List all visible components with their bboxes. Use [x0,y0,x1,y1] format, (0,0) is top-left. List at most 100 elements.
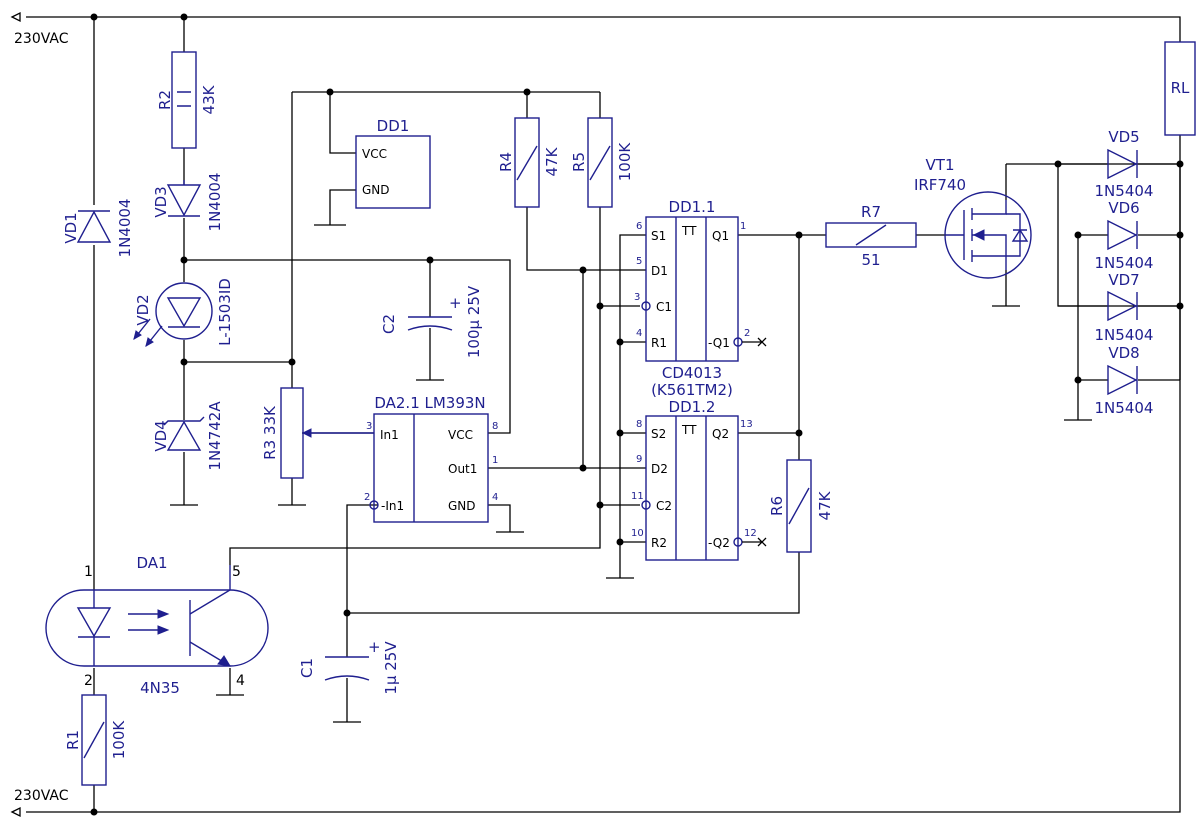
led-vd2: VD2 L-1503ID [133,278,234,348]
dd1-vcc-label: VCC [362,147,387,161]
dd1-2-pin-nq: 12 [744,528,757,539]
da1-pin4: 4 [236,673,245,689]
dd1-2-pin-d: 9 [636,454,642,465]
resistor-r7: R7 51 [825,203,917,269]
r3-ref: R3 33K [261,405,279,460]
resistor-r6: R6 47K [768,459,834,553]
r6-ref: R6 [768,496,786,516]
c1-polarity: + [368,638,381,656]
da2-in1n-label: -In1 [381,499,404,513]
dd1-ref: DD1 [377,117,410,135]
dd1-gnd-label: GND [362,183,390,197]
resistor-r2: R2 43K [156,51,218,149]
da1-pin2: 2 [84,673,93,689]
potentiometer-r3: R3 33K [261,387,374,479]
dd1-1-part: CD4013 [662,364,722,382]
da2-ref: DA2.1 LM393N [374,394,485,412]
dd1-1-s: S1 [651,229,666,243]
dd1-2-pin-c: 11 [631,491,644,502]
resistor-r4: R4 47K [497,117,561,208]
vd6-value: 1N5404 [1095,254,1154,272]
vt1-ref: VT1 [926,156,955,174]
dd1-2-pin-q: 13 [740,419,753,430]
dd1-2-type: TT [681,423,697,437]
dd1-2-pin-s: 8 [636,419,642,430]
c2-ref: C2 [380,314,398,334]
da2-vcc-label: VCC [448,428,473,442]
resistor-r5: R5 100K [570,117,634,208]
capacitor-c2: + C2 100µ 25V [380,285,483,358]
da2-pin-out1: 1 [492,455,498,466]
load-rl: RL [1164,41,1196,136]
diode-vd1: VD1 1N4004 [62,199,134,258]
dd1-1-nq: -Q1 [708,336,730,350]
vd6-ref: VD6 [1108,199,1139,217]
r2-ref: R2 [156,90,174,110]
vd2-value: L-1503ID [216,278,234,346]
optocoupler-da1: DA1 4N35 1 2 4 5 [45,554,269,697]
c1-value: 1µ 25V [382,641,400,695]
junctions [90,13,1184,816]
diode-vd6: VD6 1N5404 [1095,199,1154,272]
r1-ref: R1 [64,730,82,750]
dd1-1-type: TT [681,224,697,238]
r2-value: 43K [200,84,218,114]
dd1-2-s: S2 [651,427,666,441]
power-label-bottom: 230VAC [14,788,69,804]
da2-pin-vcc: 8 [492,421,498,432]
vd5-ref: VD5 [1108,128,1139,146]
dd1-1-pin-q: 1 [740,221,746,232]
da1-value: 4N35 [140,679,180,697]
dd1-1-d: D1 [651,264,668,278]
diode-vd7: VD7 1N5404 [1095,271,1154,344]
r1-value: 100K [110,720,128,760]
dd1-2-nq: -Q2 [708,536,730,550]
r6-value: 47K [816,490,834,520]
dd1-2-pin-r: 10 [631,528,644,539]
mosfet-vt1: VT1 IRF740 [914,156,1032,279]
vd1-ref: VD1 [62,212,80,243]
rl-ref: RL [1171,79,1190,97]
vd2-ref: VD2 [134,294,152,325]
r7-ref: R7 [861,203,881,221]
dd1-1-c: C1 [656,300,672,314]
da2-out1-label: Out1 [448,462,477,476]
dd1-1-pin-nq: 2 [744,328,750,339]
vd8-ref: VD8 [1108,344,1139,362]
r4-ref: R4 [497,152,515,172]
vt1-value: IRF740 [914,176,966,194]
c2-value: 100µ 25V [465,285,483,358]
chip-dd1: DD1 VCC GND [355,117,431,209]
vd3-value: 1N4004 [206,173,224,232]
power-label-top: 230VAC [14,31,69,47]
vd5-value: 1N5404 [1095,182,1154,200]
da2-pin-in1n: 2 [364,492,370,503]
wires [10,11,1181,818]
vd1-value: 1N4004 [116,199,134,258]
dd1-2-r: R2 [651,536,667,550]
da2-pin-gnd: 4 [492,492,498,503]
dd1-1-pin-d: 5 [636,256,642,267]
r4-value: 47K [543,146,561,176]
flipflop-dd1-2: DD1.2 TT S2 D2 C2 R2 Q2 -Q2 8 9 11 10 13… [631,398,767,561]
da2-in1-label: In1 [380,428,399,442]
dd1-1-pin-s: 6 [636,221,642,232]
dd1-2-q: Q2 [712,427,729,441]
dd1-2-c: C2 [656,499,672,513]
da2-pin-in1: 3 [366,421,372,432]
diode-vd8: VD8 1N5404 [1095,344,1154,417]
r5-ref: R5 [570,152,588,172]
dd1-1-r: R1 [651,336,667,350]
dd1-1-pin-c: 3 [634,292,640,303]
vd3-ref: VD3 [152,186,170,217]
diode-vd5: VD5 1N5404 [1095,128,1154,200]
dd1-2-d: D2 [651,462,668,476]
diode-vd3: VD3 1N4004 [152,173,224,232]
r5-value: 100K [616,142,634,182]
capacitor-c1: + C1 1µ 25V [298,638,400,695]
zener-vd4: VD4 1N4742A [152,401,224,471]
vd7-value: 1N5404 [1095,326,1154,344]
da1-pin5: 5 [232,564,241,580]
dd1-1-pin-r: 4 [636,328,642,339]
